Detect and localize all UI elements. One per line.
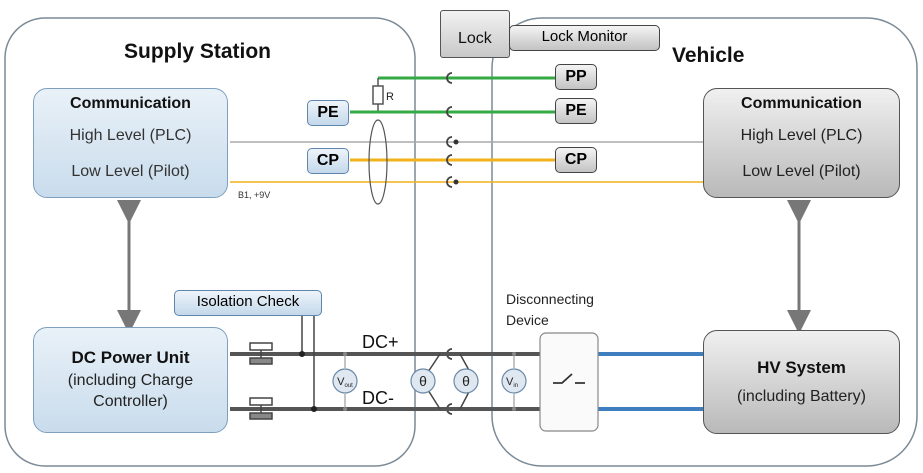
connector-pins (446, 72, 453, 415)
vehicle-cp-tag: CP (555, 147, 597, 173)
dc-contactor-minus (249, 397, 273, 420)
v-in-meter (501, 368, 527, 394)
disconnecting-label-1: Disconnecting (506, 291, 594, 307)
dc-power-unit-box: DC Power Unit (including Charge Controll… (33, 327, 228, 433)
theta-meter-2 (453, 368, 479, 394)
lock-label: Lock (458, 30, 492, 47)
dc-contactor-plus (249, 342, 273, 365)
supply-station-title: Supply Station (124, 40, 271, 63)
dc-power-unit-line1: (including Charge (67, 372, 194, 389)
disconnecting-device (539, 332, 599, 432)
dc-power-unit-line2: Controller) (93, 393, 168, 410)
supply-cp-tag: CP (307, 148, 349, 174)
resistor-label: R (386, 91, 394, 103)
vehicle-low-level: Low Level (Pilot) (742, 163, 861, 180)
supply-communication-box: Communication High Level (PLC) Low Level… (33, 88, 228, 198)
isolation-check-tag: Isolation Check (174, 290, 322, 316)
hv-system-line1: (including Battery) (737, 388, 866, 405)
cable-sheath (368, 119, 388, 205)
vehicle-high-level: High Level (PLC) (740, 127, 863, 144)
lock-block: Lock (440, 10, 510, 58)
vehicle-pe-tag: PE (555, 98, 597, 124)
vehicle-communication-title: Communication (741, 95, 862, 112)
theta-label-1: θ (419, 373, 427, 389)
v-out-meter (332, 368, 358, 394)
theta-meter-1 (410, 368, 436, 394)
theta-label-2: θ (462, 373, 470, 389)
supply-communication-title: Communication (70, 95, 191, 112)
dc-plus-label: DC+ (362, 332, 399, 352)
hv-system-title: HV System (757, 358, 846, 377)
supply-pe-tag: PE (307, 100, 349, 126)
supply-low-level: Low Level (Pilot) (71, 163, 190, 180)
disconnecting-label-2: Device (506, 312, 549, 328)
resistor (372, 85, 384, 105)
vehicle-pp-tag: PP (555, 64, 597, 90)
vehicle-title: Vehicle (672, 44, 745, 67)
lock-monitor-tag: Lock Monitor (509, 25, 660, 51)
vehicle-communication-box: Communication High Level (PLC) Low Level… (703, 88, 900, 198)
dc-minus-label: DC- (362, 388, 394, 408)
supply-station-outline (4, 17, 416, 467)
switch-symbol (553, 373, 585, 384)
v-out-label: Vout (337, 376, 353, 389)
v-in-label: Vin (506, 376, 518, 389)
pilot-state-label: B1, +9V (238, 190, 270, 200)
dc-power-unit-title: DC Power Unit (71, 348, 190, 367)
vehicle-outline (491, 17, 918, 467)
hv-system-box: HV System (including Battery) (703, 330, 900, 434)
supply-high-level: High Level (PLC) (69, 127, 192, 144)
